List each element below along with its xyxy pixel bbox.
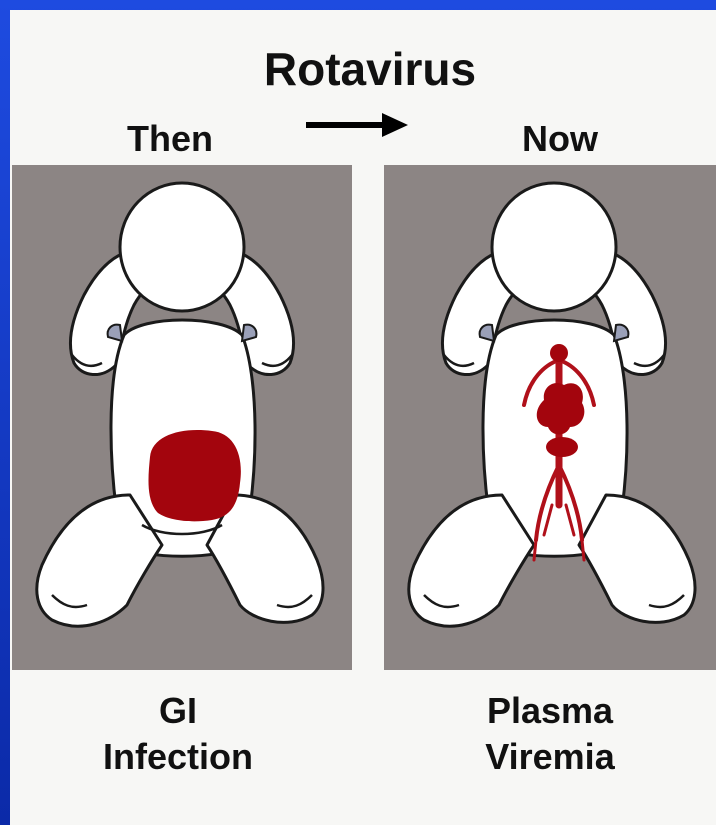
infant-gi-infection-illustration	[12, 165, 352, 670]
caption-then: GI Infection	[78, 688, 278, 780]
caption-then-line2: Infection	[78, 734, 278, 780]
panel-now	[384, 165, 716, 670]
caption-now: Plasma Viremia	[450, 688, 650, 780]
caption-now-line1: Plasma	[450, 688, 650, 734]
now-label: Now	[470, 118, 650, 160]
panel-then	[12, 165, 352, 670]
caption-now-line2: Viremia	[450, 734, 650, 780]
infant-plasma-viremia-illustration	[384, 165, 716, 670]
figure-title: Rotavirus	[200, 42, 540, 96]
caption-then-line1: GI	[78, 688, 278, 734]
gi-infection-region	[148, 430, 240, 521]
then-label: Then	[80, 118, 260, 160]
right-arrow-icon	[302, 110, 412, 140]
